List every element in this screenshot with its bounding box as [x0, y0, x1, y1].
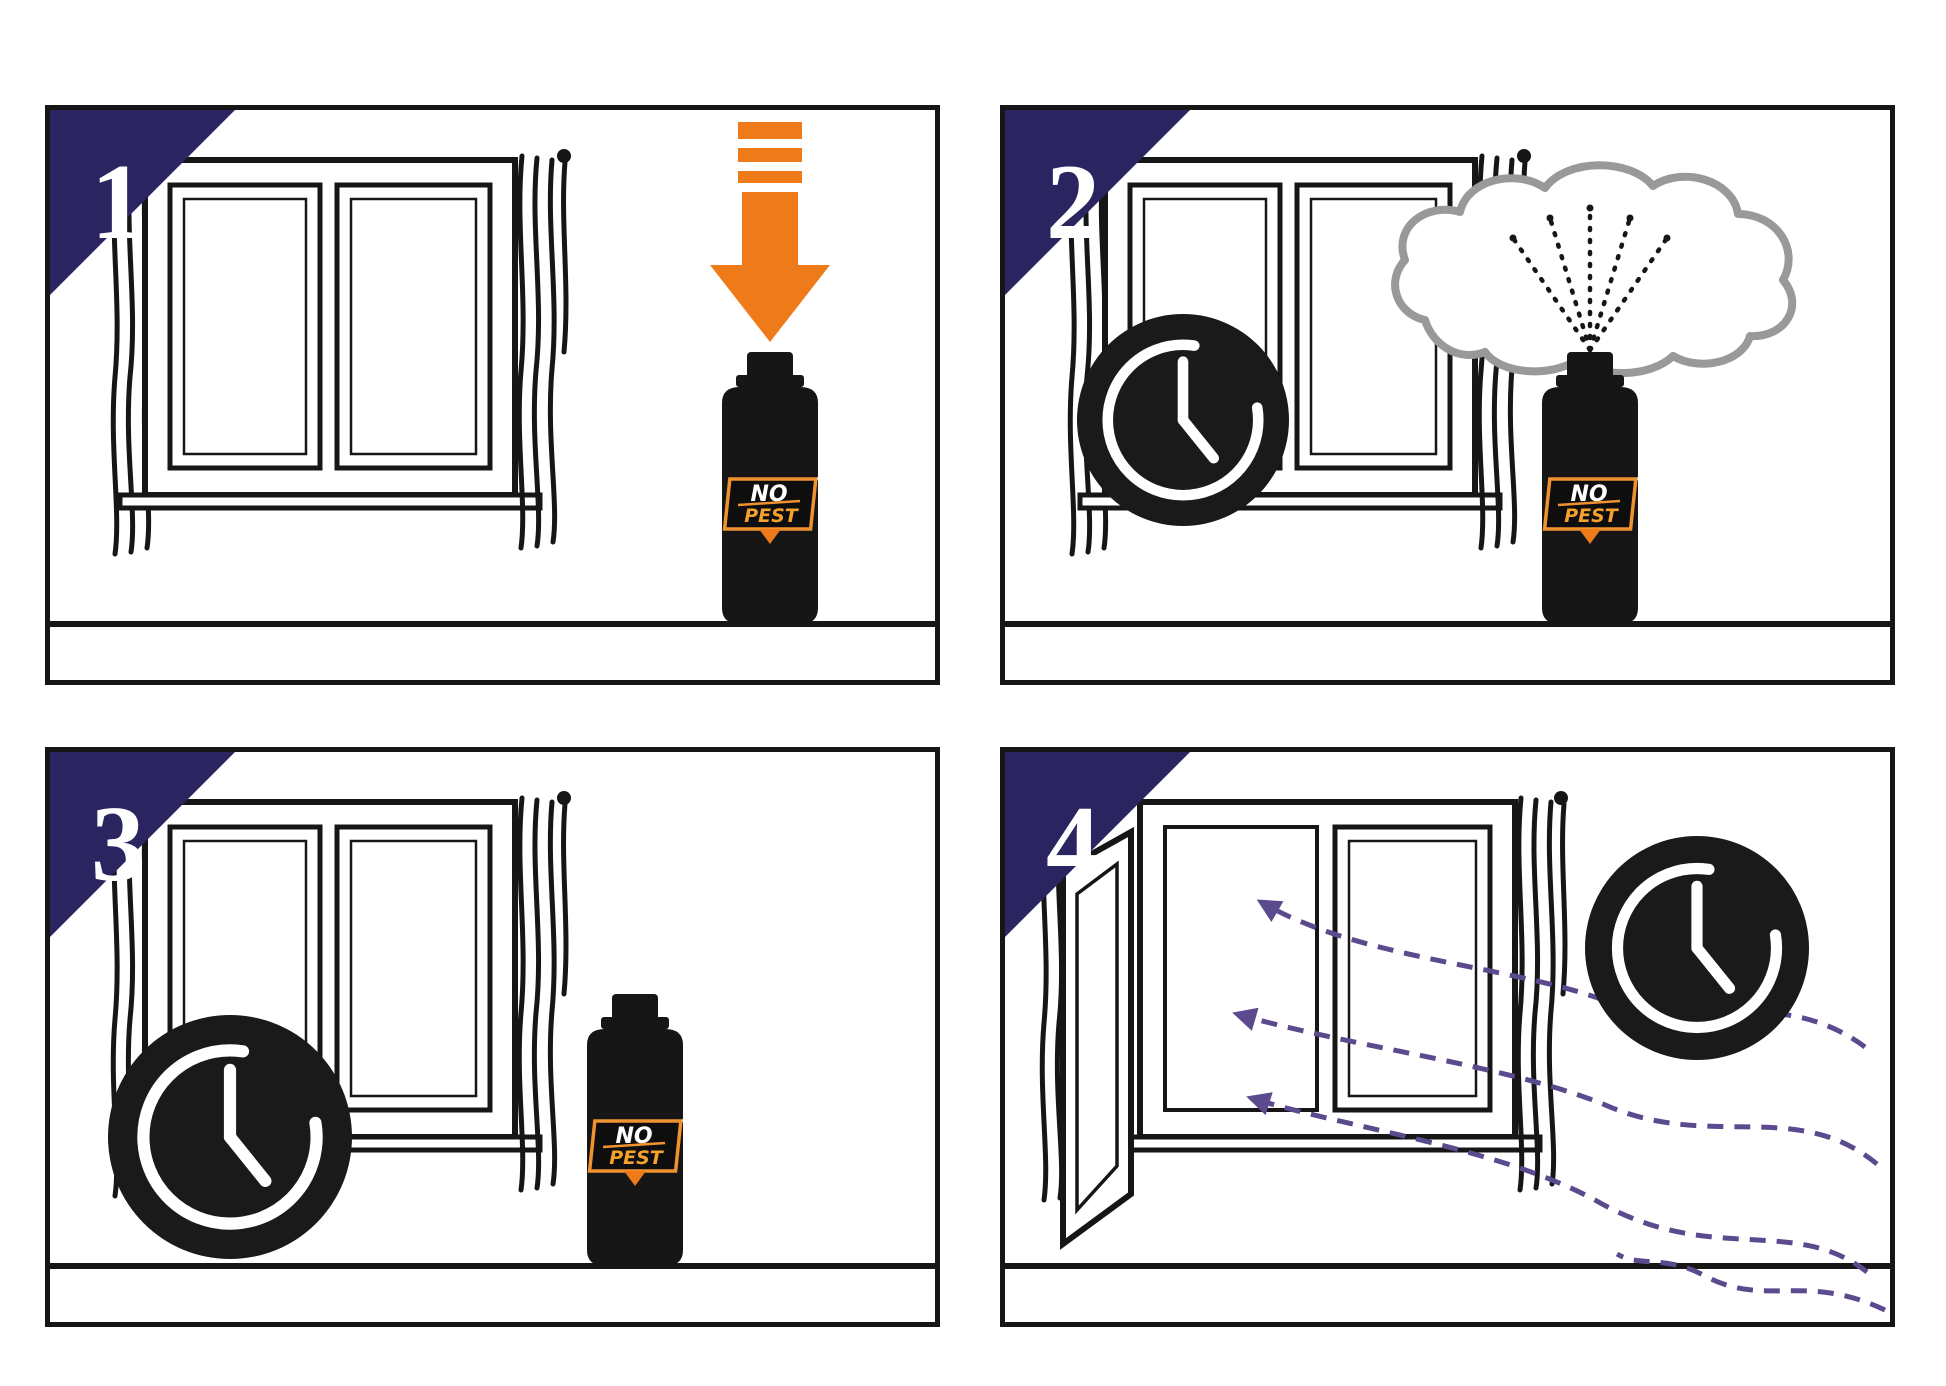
airflow-arrows-icon [1232, 899, 1887, 1313]
step-badge [50, 110, 235, 295]
curtain-rod-knob [1554, 791, 1568, 805]
curtain-right [1518, 798, 1565, 1190]
step-number: 2 [1046, 143, 1100, 262]
step-panel-4: 4 [1000, 747, 1895, 1327]
open-sash [1060, 826, 1134, 1250]
curtain-right [519, 798, 566, 1190]
press-down-arrow-icon [710, 122, 830, 342]
step-panel-3: 3 [45, 747, 940, 1327]
spray-jet-icon [1510, 205, 1670, 353]
step-badge [50, 752, 235, 937]
curtain-rod-knob [557, 149, 571, 163]
step-panel-2: 2 [1000, 105, 1895, 685]
step-panel-1: 1 [45, 105, 940, 685]
open-window-icon [1060, 799, 1543, 1250]
curtain-rod-knob [557, 791, 571, 805]
curtain-rod-knob [1517, 149, 1531, 163]
step-number: 1 [91, 143, 145, 262]
step-number: 3 [91, 785, 145, 904]
step-badge [1005, 752, 1190, 937]
spray-droplets [1509, 204, 1671, 242]
curtain-right [519, 156, 566, 548]
step-badge [1005, 110, 1190, 295]
step-number: 4 [1046, 785, 1100, 904]
